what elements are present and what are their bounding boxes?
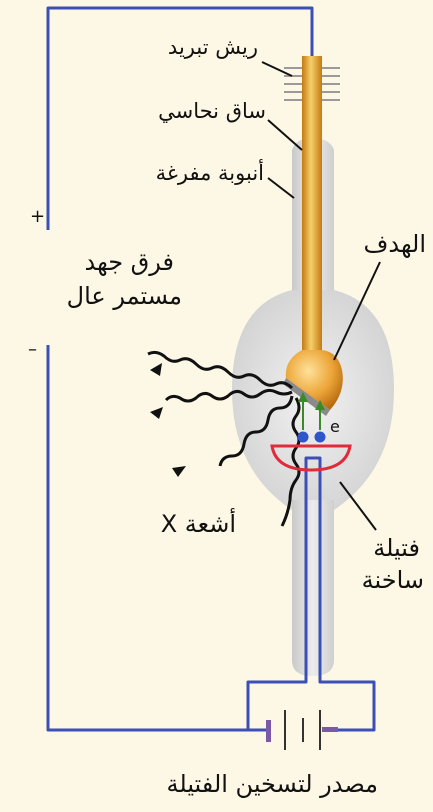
target-anode [285,350,343,410]
label-voltage-line1: فرق جهد [85,248,174,276]
label-xrays: أشعة X [161,508,236,538]
filament-wire-loop [246,456,376,732]
xray-wave-4 [280,397,301,527]
label-target: الهدف [363,230,426,258]
xray-arrowheads [150,363,186,477]
label-filament-line1: فتيلة [373,534,420,562]
pointer-lines [261,61,381,531]
label-copper-rod: ساق نحاسي [158,99,266,123]
label-voltage-line2: مستمر عال [67,282,182,310]
filament-battery [266,710,338,750]
negative-sign: – [28,339,37,360]
hv-wire-bottom [46,345,266,732]
label-power-source: مصدر لتسخين الفتيلة [167,770,379,798]
xray-wave-3 [218,395,294,467]
positive-sign: + [30,206,45,227]
battery-terminal [322,727,338,732]
xray-waves [147,350,301,527]
label-filament-line2: ساخنة [362,566,424,594]
label-vacuum-tube: أنبوبة مفرغة [156,159,264,185]
electron-dot-2 [314,431,326,443]
xray-wave-2 [164,388,293,403]
electron-arrows [298,392,325,430]
circuit-wires [46,6,376,732]
hot-filament [270,444,352,472]
copper-rod [302,56,322,356]
electron-symbol: e [330,417,340,436]
hv-wire-top [46,6,314,230]
tube-lower-neck [292,500,334,676]
xray-wave-1 [147,350,294,390]
battery-plate-1 [266,720,271,742]
electron-dot-1 [297,431,309,443]
label-cooling-fins: ريش تبريد [168,35,258,59]
